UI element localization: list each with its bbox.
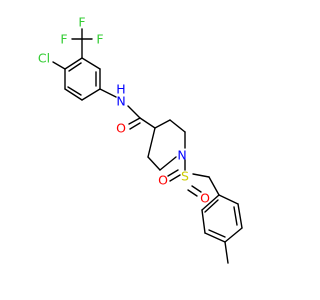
bond-s-o1	[167, 169, 179, 177]
bond-pip-f	[147, 127, 156, 158]
atom-label-sulfonyl-o2: O	[200, 191, 210, 206]
bond-ring2-d	[224, 227, 243, 243]
atom-label-nh-h: H	[116, 82, 125, 97]
bond-ring1-d-double	[67, 86, 82, 96]
bond-ring2-b	[201, 209, 206, 234]
atom-label-f1: F	[60, 32, 67, 47]
molecule-structure-diagram: F F F Cl H N O N S O O	[38, 15, 243, 264]
bond-carbonyl-piperidine	[139, 117, 156, 129]
atom-labels: F F F Cl H N O N S O O	[38, 15, 210, 206]
bond-ring-methyl	[224, 241, 229, 264]
bond-ring2-a-double	[204, 199, 219, 213]
bond-ch2-ring	[208, 176, 220, 196]
bond-ring1-c	[81, 88, 101, 101]
bond-ring-cl	[52, 61, 66, 70]
atom-label-cl: Cl	[38, 51, 50, 66]
bond-s-o2	[187, 189, 198, 197]
atom-label-sulfur: S	[181, 169, 189, 184]
bond-carbonyl-o	[128, 117, 141, 125]
bond-ring2-e-double	[233, 206, 238, 226]
atom-label-carbonyl-o: O	[116, 121, 126, 136]
bond-ring1-a	[81, 57, 101, 70]
bond-ring1-d	[64, 88, 83, 101]
bond-pip-b	[169, 119, 186, 133]
bond-ring2-c	[204, 232, 226, 243]
atom-label-f2: F	[78, 15, 85, 30]
atom-label-piperidine-n: N	[177, 148, 186, 163]
bond-s-ch2	[192, 173, 210, 178]
bond-s-o2-double	[191, 185, 202, 193]
atom-label-amide-n: N	[116, 94, 125, 109]
bond-ring1-f-double	[68, 62, 82, 72]
bond-nh-carbonyl	[127, 105, 141, 119]
bond-ring1-f	[64, 57, 83, 70]
bond-ring2-f	[218, 194, 239, 205]
bond-pip-d	[159, 156, 177, 171]
bond-ring2-e	[237, 203, 243, 229]
bond-s-o1-double	[169, 174, 181, 182]
bond-carbonyl-o-double	[129, 122, 141, 130]
bond-ring2-a	[201, 194, 220, 211]
bond-ring2-c-double	[208, 229, 226, 238]
bonds	[52, 28, 243, 264]
atom-label-sulfonyl-o1: O	[158, 173, 168, 188]
atom-label-f3: F	[96, 32, 103, 47]
bond-pip-a	[154, 119, 171, 129]
bond-pip-e	[147, 156, 161, 171]
bond-ring-nh	[99, 88, 117, 98]
